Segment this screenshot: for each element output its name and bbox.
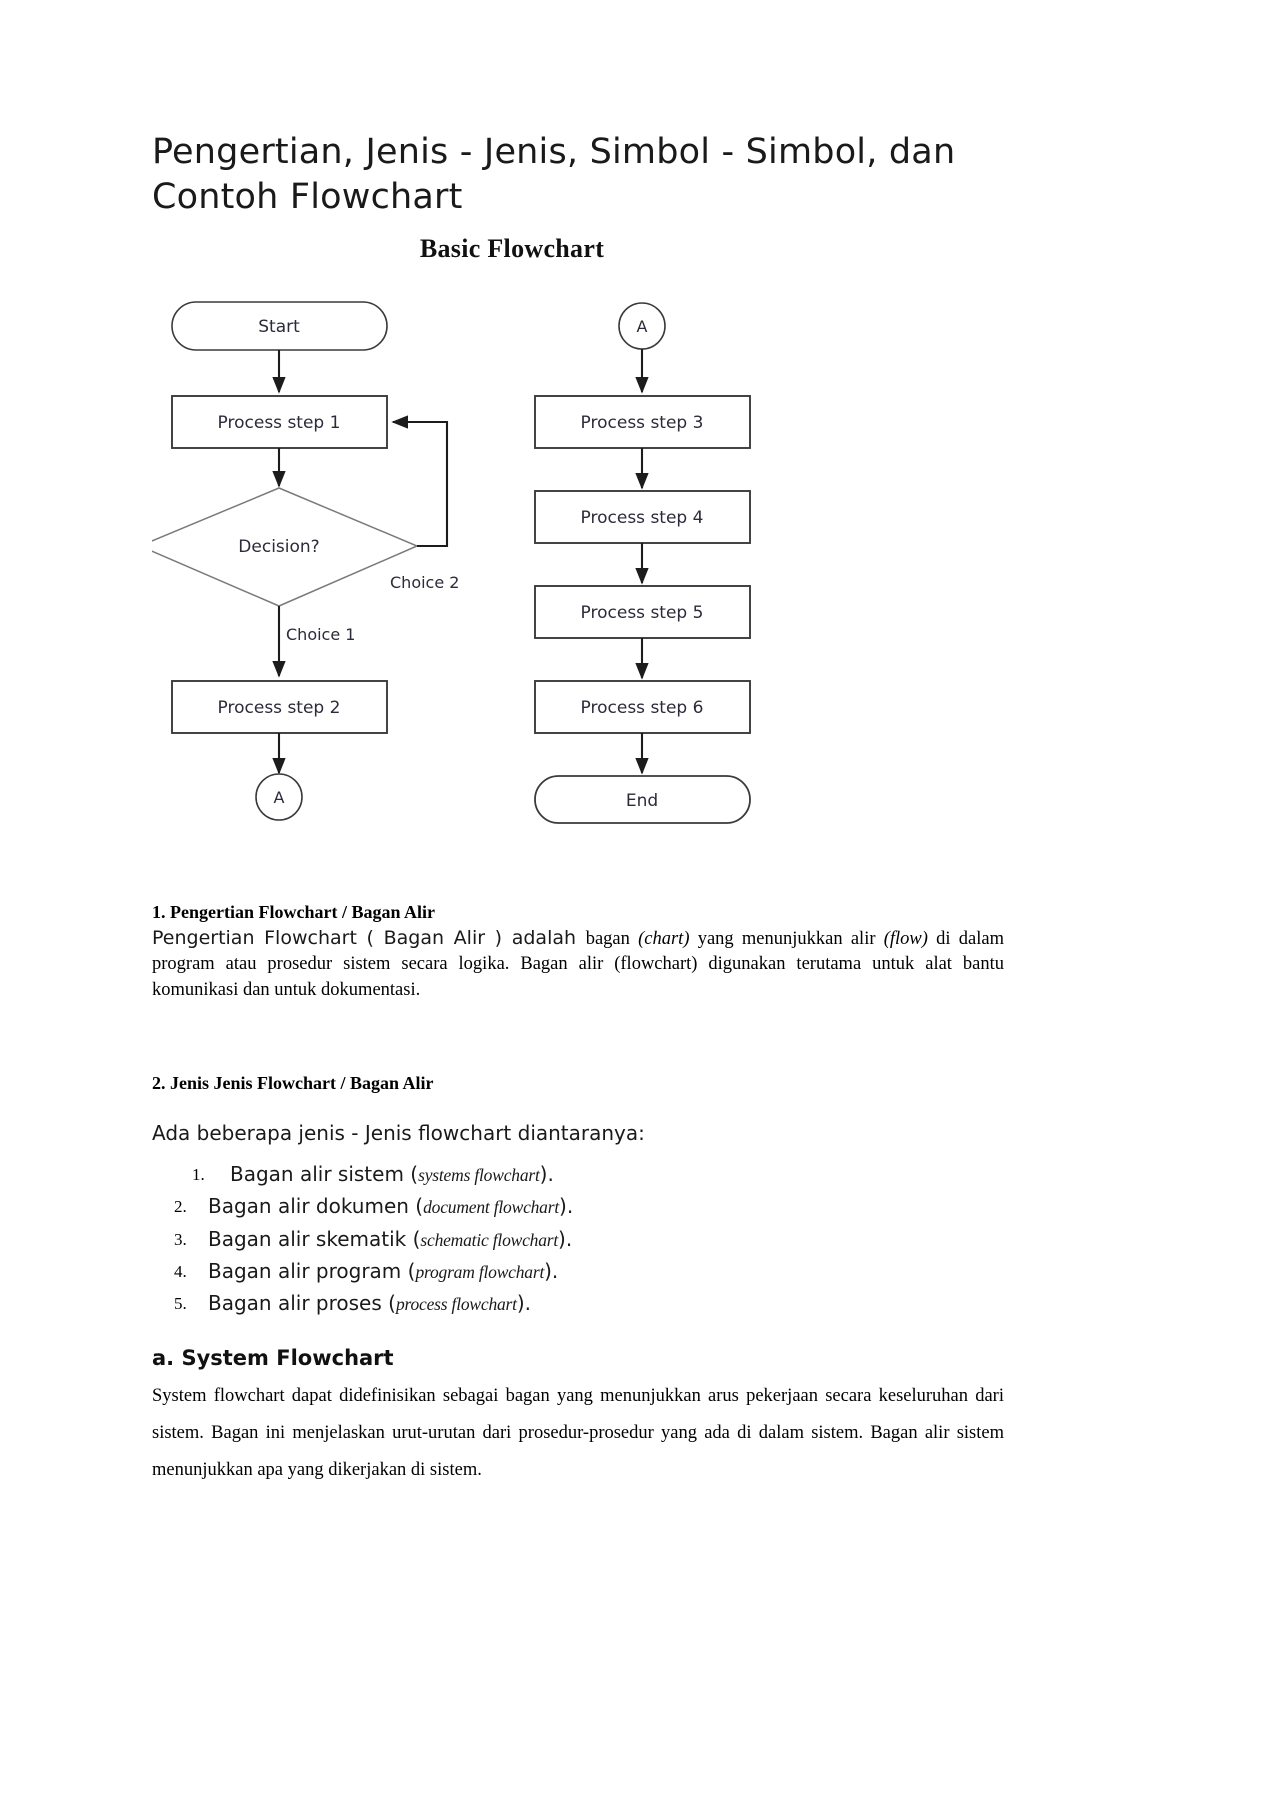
section-jenis: 2. Jenis Jenis Flowchart / Bagan Alir Ad… <box>152 1071 1004 1319</box>
node-process-4-label: Process step 4 <box>581 508 704 528</box>
section-1-italic-chart: (chart) <box>638 928 690 949</box>
list-item-number: 3. <box>174 1229 187 1249</box>
node-connector-a-out-label: A <box>274 788 285 807</box>
list-item-text: Bagan alir dokumen ( <box>208 1194 424 1219</box>
list-item-tail: ). <box>544 1258 559 1283</box>
section-1-body-a: bagan <box>585 928 639 949</box>
section-2-heading: 2. Jenis Jenis Flowchart / Bagan Alir <box>152 1073 434 1094</box>
list-item-italic: process flowchart <box>395 1294 517 1315</box>
list-item: 5. Bagan alir proses (process flowchart). <box>152 1287 1004 1319</box>
edge-label-choice-2: Choice 2 <box>390 573 459 592</box>
list-item-number: 5. <box>174 1294 187 1314</box>
node-connector-a-in-label: A <box>637 317 648 336</box>
section-2-gap <box>152 1097 1004 1119</box>
list-item-text: Bagan alir sistem ( <box>230 1161 419 1186</box>
section-spacer-1 <box>152 1003 1133 1045</box>
section-system-flowchart: a. System Flowchart System flowchart dap… <box>152 1346 1004 1489</box>
list-item-italic: systems flowchart <box>418 1164 540 1185</box>
list-item-italic: document flowchart <box>423 1197 560 1218</box>
list-item: 4. Bagan alir program (program flowchart)… <box>152 1255 1004 1287</box>
list-item-italic: program flowchart <box>415 1261 545 1282</box>
list-item-number: 4. <box>174 1261 187 1281</box>
node-connector-a-out: A <box>255 772 303 821</box>
section-2-lead: Ada beberapa jenis - Jenis flowchart dia… <box>152 1120 645 1145</box>
list-item: 2. Bagan alir dokumen (document flowchart… <box>152 1190 1004 1222</box>
list-item-number: 2. <box>174 1197 187 1217</box>
node-process-5: Process step 5 <box>534 584 751 639</box>
list-item-text: Bagan alir skematik ( <box>208 1226 421 1251</box>
list-item: 1. Bagan alir sistem (systems flowchart). <box>152 1158 1004 1190</box>
list-item-tail: ). <box>516 1291 531 1316</box>
node-process-5-label: Process step 5 <box>581 603 704 623</box>
node-process-2-label: Process step 2 <box>218 698 341 718</box>
list-item-italic: schematic flowchart <box>420 1229 559 1250</box>
section-3-heading: a. System Flowchart <box>152 1345 394 1370</box>
list-item-tail: ). <box>559 1194 574 1219</box>
section-pengertian: 1. Pengertian Flowchart / Bagan Alir Pen… <box>152 900 1004 1004</box>
edge-choice2-loop <box>391 414 449 547</box>
page-title: Pengertian, Jenis - Jenis, Simbol - Simb… <box>152 132 956 217</box>
node-process-3-label: Process step 3 <box>581 413 704 433</box>
node-process-4: Process step 4 <box>534 489 751 544</box>
section-1-italic-flow: (flow) <box>883 928 928 949</box>
node-process-6: Process step 6 <box>534 679 751 734</box>
node-process-2: Process step 2 <box>171 679 388 734</box>
node-end: End <box>534 774 751 824</box>
node-process-3: Process step 3 <box>534 394 751 449</box>
edge-label-choice-1: Choice 1 <box>286 625 355 644</box>
flowchart-figure: Basic Flowchart Start Process step 1 <box>152 234 992 874</box>
list-item-text: Bagan alir proses ( <box>208 1291 396 1316</box>
basic-flowchart-diagram: Start Process step 1 Decision? Choice 2 … <box>152 300 751 824</box>
node-start: Start <box>171 300 388 351</box>
node-start-label: Start <box>258 317 300 337</box>
node-connector-a-in: A <box>618 301 666 350</box>
section-1-paragraph: Pengertian Flowchart ( Bagan Alir ) adal… <box>152 925 1004 1004</box>
list-item: 3. Bagan alir skematik (schematic flowcha… <box>152 1223 1004 1255</box>
node-end-label: End <box>626 791 658 811</box>
list-item-text: Bagan alir program ( <box>208 1258 416 1283</box>
node-decision: Decision? <box>152 486 419 607</box>
list-item-tail: ). <box>539 1161 554 1186</box>
list-item-tail: ). <box>558 1226 573 1251</box>
node-process-1: Process step 1 <box>171 394 388 449</box>
jenis-flowchart-list: 1. Bagan alir sistem (systems flowchart).… <box>152 1158 1004 1320</box>
figure-caption: Basic Flowchart <box>419 233 605 263</box>
section-1-body-c: di dalam program atau prosedur sistem se… <box>152 928 1004 1000</box>
section-1-lead: Pengertian Flowchart ( Bagan Alir ) adal… <box>152 926 586 949</box>
node-process-6-label: Process step 6 <box>581 698 704 718</box>
node-decision-label: Decision? <box>238 537 319 557</box>
node-process-1-label: Process step 1 <box>218 413 341 433</box>
section-1-heading: 1. Pengertian Flowchart / Bagan Alir <box>152 901 435 922</box>
list-item-number: 1. <box>192 1164 205 1184</box>
section-1-body-b: yang menunjukkan alir <box>689 928 884 949</box>
section-3-paragraph: System flowchart dapat didefinisikan seb… <box>152 1385 1004 1480</box>
